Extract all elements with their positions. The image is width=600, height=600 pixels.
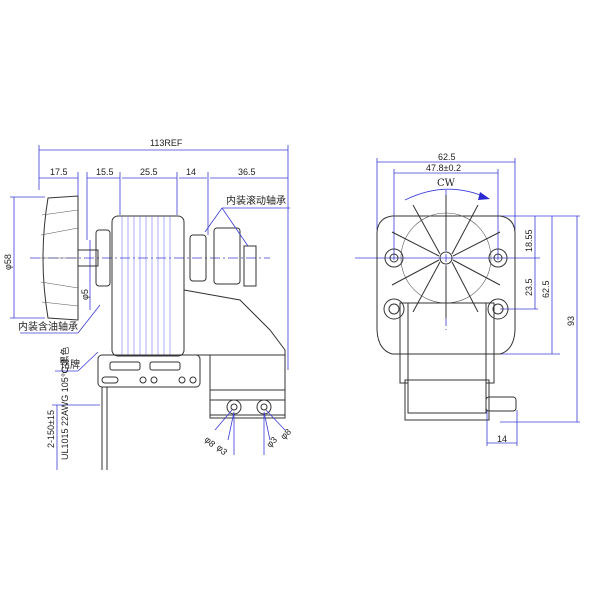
dim-v-2: 23.5	[524, 278, 534, 296]
dim-hole-spacing: 47.8±0.2	[426, 163, 461, 173]
dim-seg-3: 25.5	[140, 167, 158, 177]
dim-shaft-dia: φ5	[80, 289, 90, 300]
motor-body-side	[95, 215, 286, 470]
terminal-dim-1: φ8	[203, 434, 218, 449]
dim-seg-5: 36.5	[238, 167, 256, 177]
terminal-dim-4: φ8	[278, 427, 293, 442]
rotation-direction: CW	[437, 178, 456, 189]
front-dimensions	[355, 158, 580, 446]
terminal-dim-3: φ3	[264, 435, 279, 450]
dim-seg-4: 14	[186, 167, 196, 177]
dim-fan-dia: φ58	[3, 254, 13, 270]
leader-lines	[20, 207, 290, 455]
dim-tube-len: 14	[497, 434, 507, 444]
label-oil-bearing: 内装含油轴承	[18, 320, 78, 333]
terminal-dim-2: φ3	[215, 442, 230, 457]
motor-front-view	[376, 195, 517, 421]
dim-overall: 113REF	[150, 138, 183, 148]
dim-v-1: 18.55	[524, 229, 534, 252]
dim-seg-1: 17.5	[50, 167, 68, 177]
dim-v-4: 93	[566, 316, 576, 326]
dim-width: 62.5	[438, 152, 456, 162]
label-nameplate: 铭牌	[60, 358, 80, 371]
lead-spec: UL1015 22AWG 105℃ 黑色	[59, 347, 70, 460]
lead-length: 2-150±15	[46, 410, 56, 448]
dim-seg-2: 15.5	[96, 167, 114, 177]
fan-blade-side	[40, 195, 99, 321]
label-rolling-bearing: 内装滚动轴承	[226, 194, 286, 207]
dim-v-3: 62.5	[541, 280, 551, 298]
